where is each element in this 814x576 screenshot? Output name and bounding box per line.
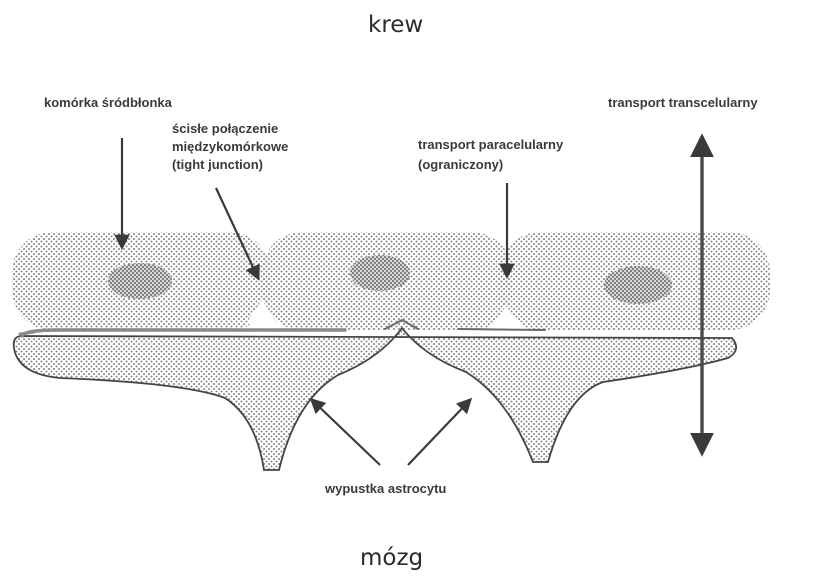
label-tight-junction-line1: ścisłe połączenie [172, 120, 278, 137]
title-brain: mózg [360, 545, 423, 571]
cell-nucleus [604, 266, 672, 304]
label-endothelial-cell: komórka śródbłonka [44, 94, 172, 111]
astrocyte-arrow-right [408, 400, 470, 465]
astrocyte-process [14, 328, 737, 470]
label-transcellular: transport transcelularny [608, 94, 758, 111]
title-blood: krew [368, 12, 423, 38]
label-astrocyte: wypustka astrocytu [325, 480, 446, 497]
label-tight-junction-line2: międzykomórkowe [172, 138, 288, 155]
astrocyte-arrow-left [312, 400, 380, 465]
label-paracellular-line2: (ograniczony) [418, 156, 503, 173]
endothelial-cell-layer [12, 232, 770, 330]
cell-nucleus [108, 263, 172, 299]
label-tight-junction-line3: (tight junction) [172, 156, 263, 173]
cell-nucleus [350, 255, 410, 291]
label-paracellular-line1: transport paracelularny [418, 136, 563, 153]
